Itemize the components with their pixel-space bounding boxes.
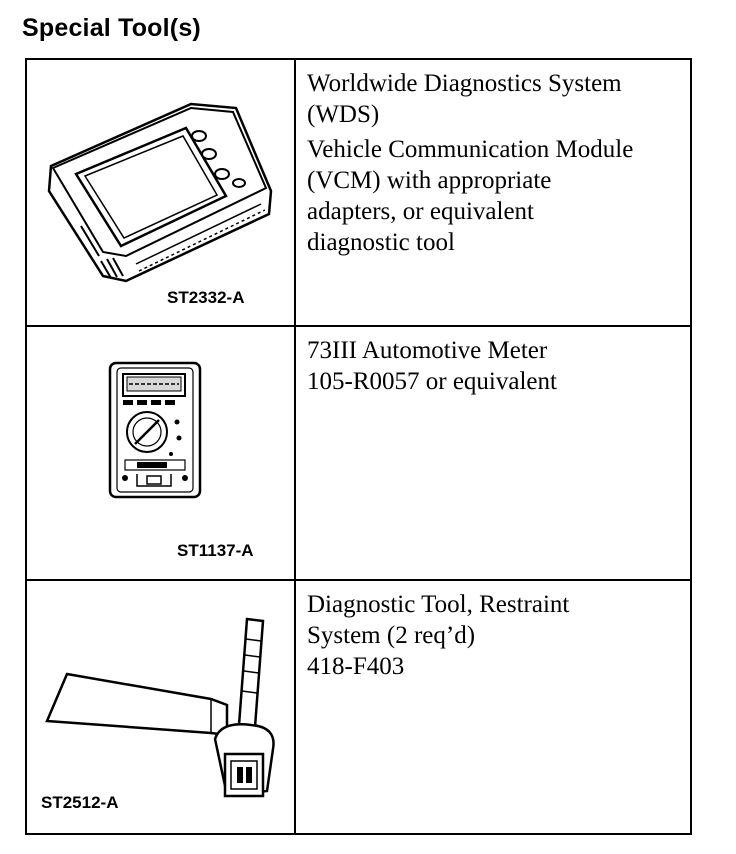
- tool-row: ST2332-A Worldwide Diagnostics System (W…: [27, 60, 690, 327]
- tool-illustration-cell: ST2512-A: [27, 581, 296, 835]
- diagnostic-tablet-illustration: [47, 102, 273, 283]
- tool-code: ST1137-A: [177, 541, 254, 560]
- tool-description: Diagnostic Tool, Restraint System (2 req…: [307, 589, 682, 682]
- tool-row: ST1137-A 73III Automotive Meter 105-R005…: [27, 325, 690, 583]
- description-line: Worldwide Diagnostics System: [307, 70, 622, 97]
- tool-illustration-cell: ST2332-A: [27, 60, 296, 327]
- multimeter-illustration: [108, 361, 202, 499]
- tool-row: ST2512-A Diagnostic Tool, Restraint Syst…: [27, 579, 690, 835]
- description-line: (WDS): [307, 101, 380, 128]
- description-line: 418-F403: [307, 653, 405, 680]
- description-line: 73III Automotive Meter: [307, 337, 548, 364]
- tool-illustration-cell: ST1137-A: [27, 327, 296, 583]
- restraint-diagnostic-tool-illustration: [45, 617, 275, 798]
- description-line: Vehicle Communication Module: [307, 136, 634, 163]
- description-line: diagnostic tool: [307, 229, 455, 256]
- description-line: 105-R0057 or equivalent: [307, 368, 557, 395]
- tool-code: ST2512-A: [41, 793, 119, 812]
- description-line: adapters, or equivalent: [307, 198, 534, 225]
- special-tools-table: ST2332-A Worldwide Diagnostics System (W…: [25, 58, 692, 835]
- tool-description: 73III Automotive Meter 105-R0057 or equi…: [307, 335, 682, 397]
- tool-code: ST2332-A: [167, 288, 245, 307]
- description-line: Diagnostic Tool, Restraint: [307, 591, 570, 618]
- tool-description: Worldwide Diagnostics System (WDS) Vehic…: [307, 68, 682, 258]
- section-heading: Special Tool(s): [22, 14, 201, 42]
- description-line: System (2 req’d): [307, 622, 476, 649]
- description-line: (VCM) with appropriate: [307, 167, 552, 194]
